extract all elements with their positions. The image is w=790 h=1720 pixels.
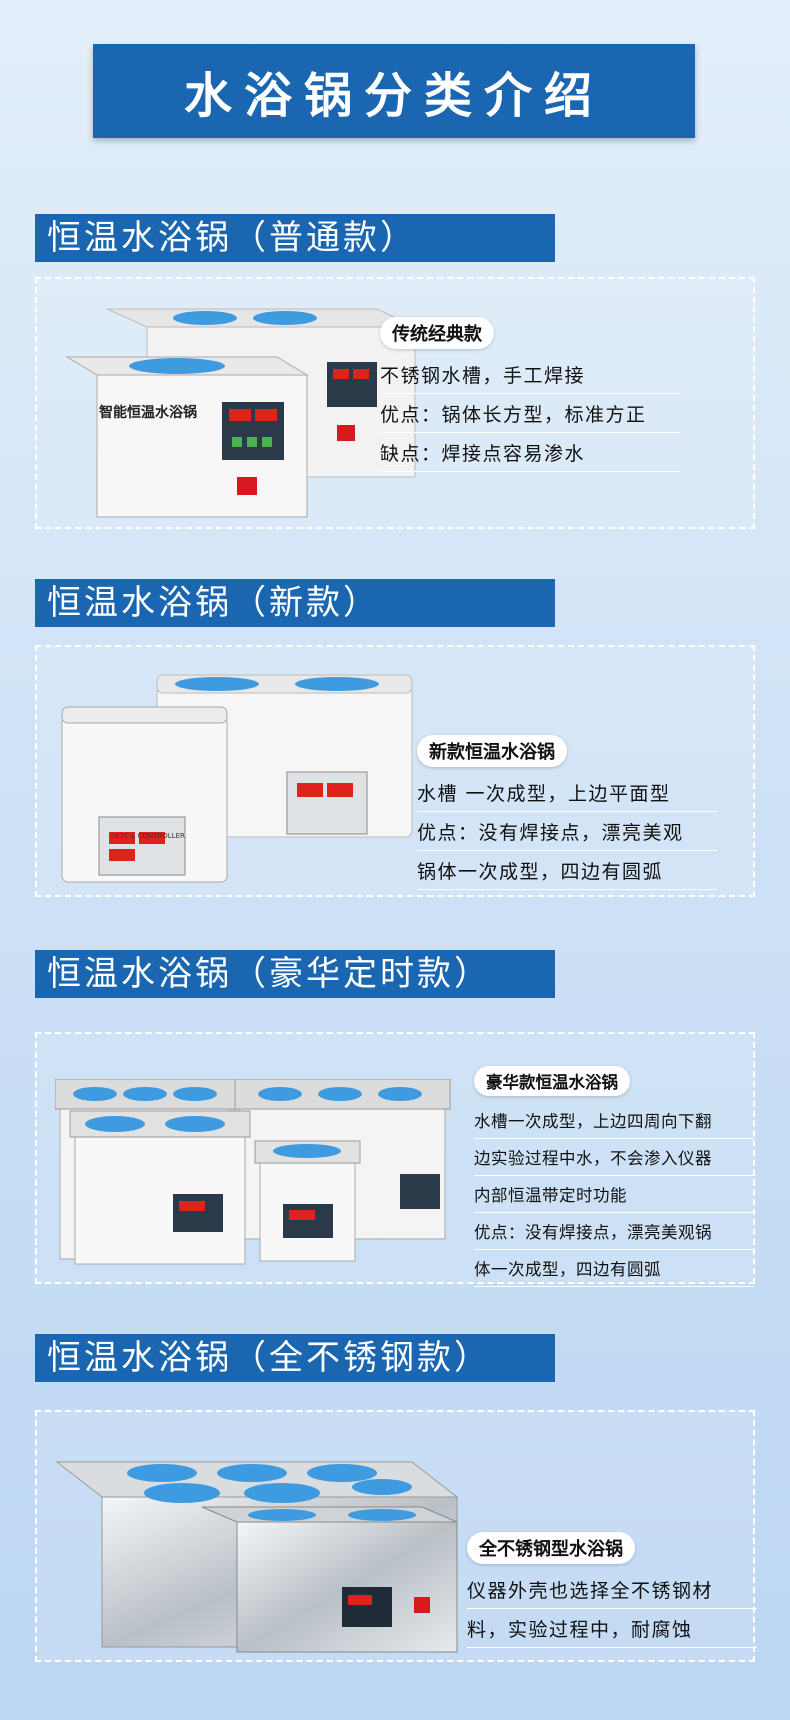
device-label: 智能恒温水浴锅 <box>99 405 197 421</box>
panel-new: LK7C-L CONTROLLER 新款恒温水浴锅 水槽 一次成型，上边平面型 … <box>35 645 755 897</box>
text-deluxe: 豪华款恒温水浴锅 水槽一次成型，上边四周向下翻 边实验过程中水，不会渗入仪器 内… <box>474 1066 754 1287</box>
feature-line: 内部恒温带定时功能 <box>474 1176 754 1213</box>
feature-line: 锅体一次成型，四边有圆弧 <box>417 851 717 890</box>
product-image-new: LK7C-L CONTROLLER <box>57 657 427 887</box>
product-image-deluxe <box>55 1079 465 1269</box>
feature-line: 边实验过程中水，不会渗入仪器 <box>474 1139 754 1176</box>
badge-standard: 传统经典款 <box>380 317 494 349</box>
badge-stainless: 全不锈钢型水浴锅 <box>467 1532 635 1564</box>
page-title: 水浴锅分类介绍 <box>93 44 695 138</box>
feature-line: 水槽 一次成型，上边平面型 <box>417 773 717 812</box>
feature-line: 缺点：焊接点容易渗水 <box>380 433 680 472</box>
section-title-standard: 恒温水浴锅（普通款） <box>35 214 555 262</box>
feature-line: 仪器外壳也选择全不锈钢材 <box>467 1570 757 1609</box>
product-image-standard: 智能恒温水浴锅 <box>57 287 427 521</box>
feature-line: 优点：没有焊接点，漂亮美观 <box>417 812 717 851</box>
feature-line: 优点：没有焊接点，漂亮美观锅 <box>474 1213 754 1250</box>
feature-line: 优点：锅体长方型，标准方正 <box>380 394 680 433</box>
feature-line: 料，实验过程中，耐腐蚀 <box>467 1609 757 1648</box>
text-new: 新款恒温水浴锅 水槽 一次成型，上边平面型 优点：没有焊接点，漂亮美观 锅体一次… <box>417 735 717 890</box>
feature-line: 体一次成型，四边有圆弧 <box>474 1250 754 1287</box>
section-title-deluxe: 恒温水浴锅（豪华定时款） <box>35 950 555 998</box>
feature-line: 不锈钢水槽，手工焊接 <box>380 355 680 394</box>
panel-standard: 智能恒温水浴锅 传统经典款 不锈钢水槽，手工焊接 优点：锅体长方型，标准方正 缺… <box>35 277 755 529</box>
badge-new: 新款恒温水浴锅 <box>417 735 567 767</box>
section-title-new: 恒温水浴锅（新款） <box>35 579 555 627</box>
product-image-stainless <box>52 1427 472 1655</box>
badge-deluxe: 豪华款恒温水浴锅 <box>474 1066 630 1096</box>
panel-deluxe: 豪华款恒温水浴锅 水槽一次成型，上边四周向下翻 边实验过程中水，不会渗入仪器 内… <box>35 1032 755 1287</box>
text-stainless: 全不锈钢型水浴锅 仪器外壳也选择全不锈钢材 料，实验过程中，耐腐蚀 <box>467 1532 757 1648</box>
feature-line: 水槽一次成型，上边四周向下翻 <box>474 1102 754 1139</box>
controller-label: LK7C-L CONTROLLER <box>111 832 185 840</box>
section-title-stainless: 恒温水浴锅（全不锈钢款） <box>35 1334 555 1382</box>
text-standard: 传统经典款 不锈钢水槽，手工焊接 优点：锅体长方型，标准方正 缺点：焊接点容易渗… <box>380 317 680 472</box>
panel-stainless: 全不锈钢型水浴锅 仪器外壳也选择全不锈钢材 料，实验过程中，耐腐蚀 <box>35 1410 757 1662</box>
